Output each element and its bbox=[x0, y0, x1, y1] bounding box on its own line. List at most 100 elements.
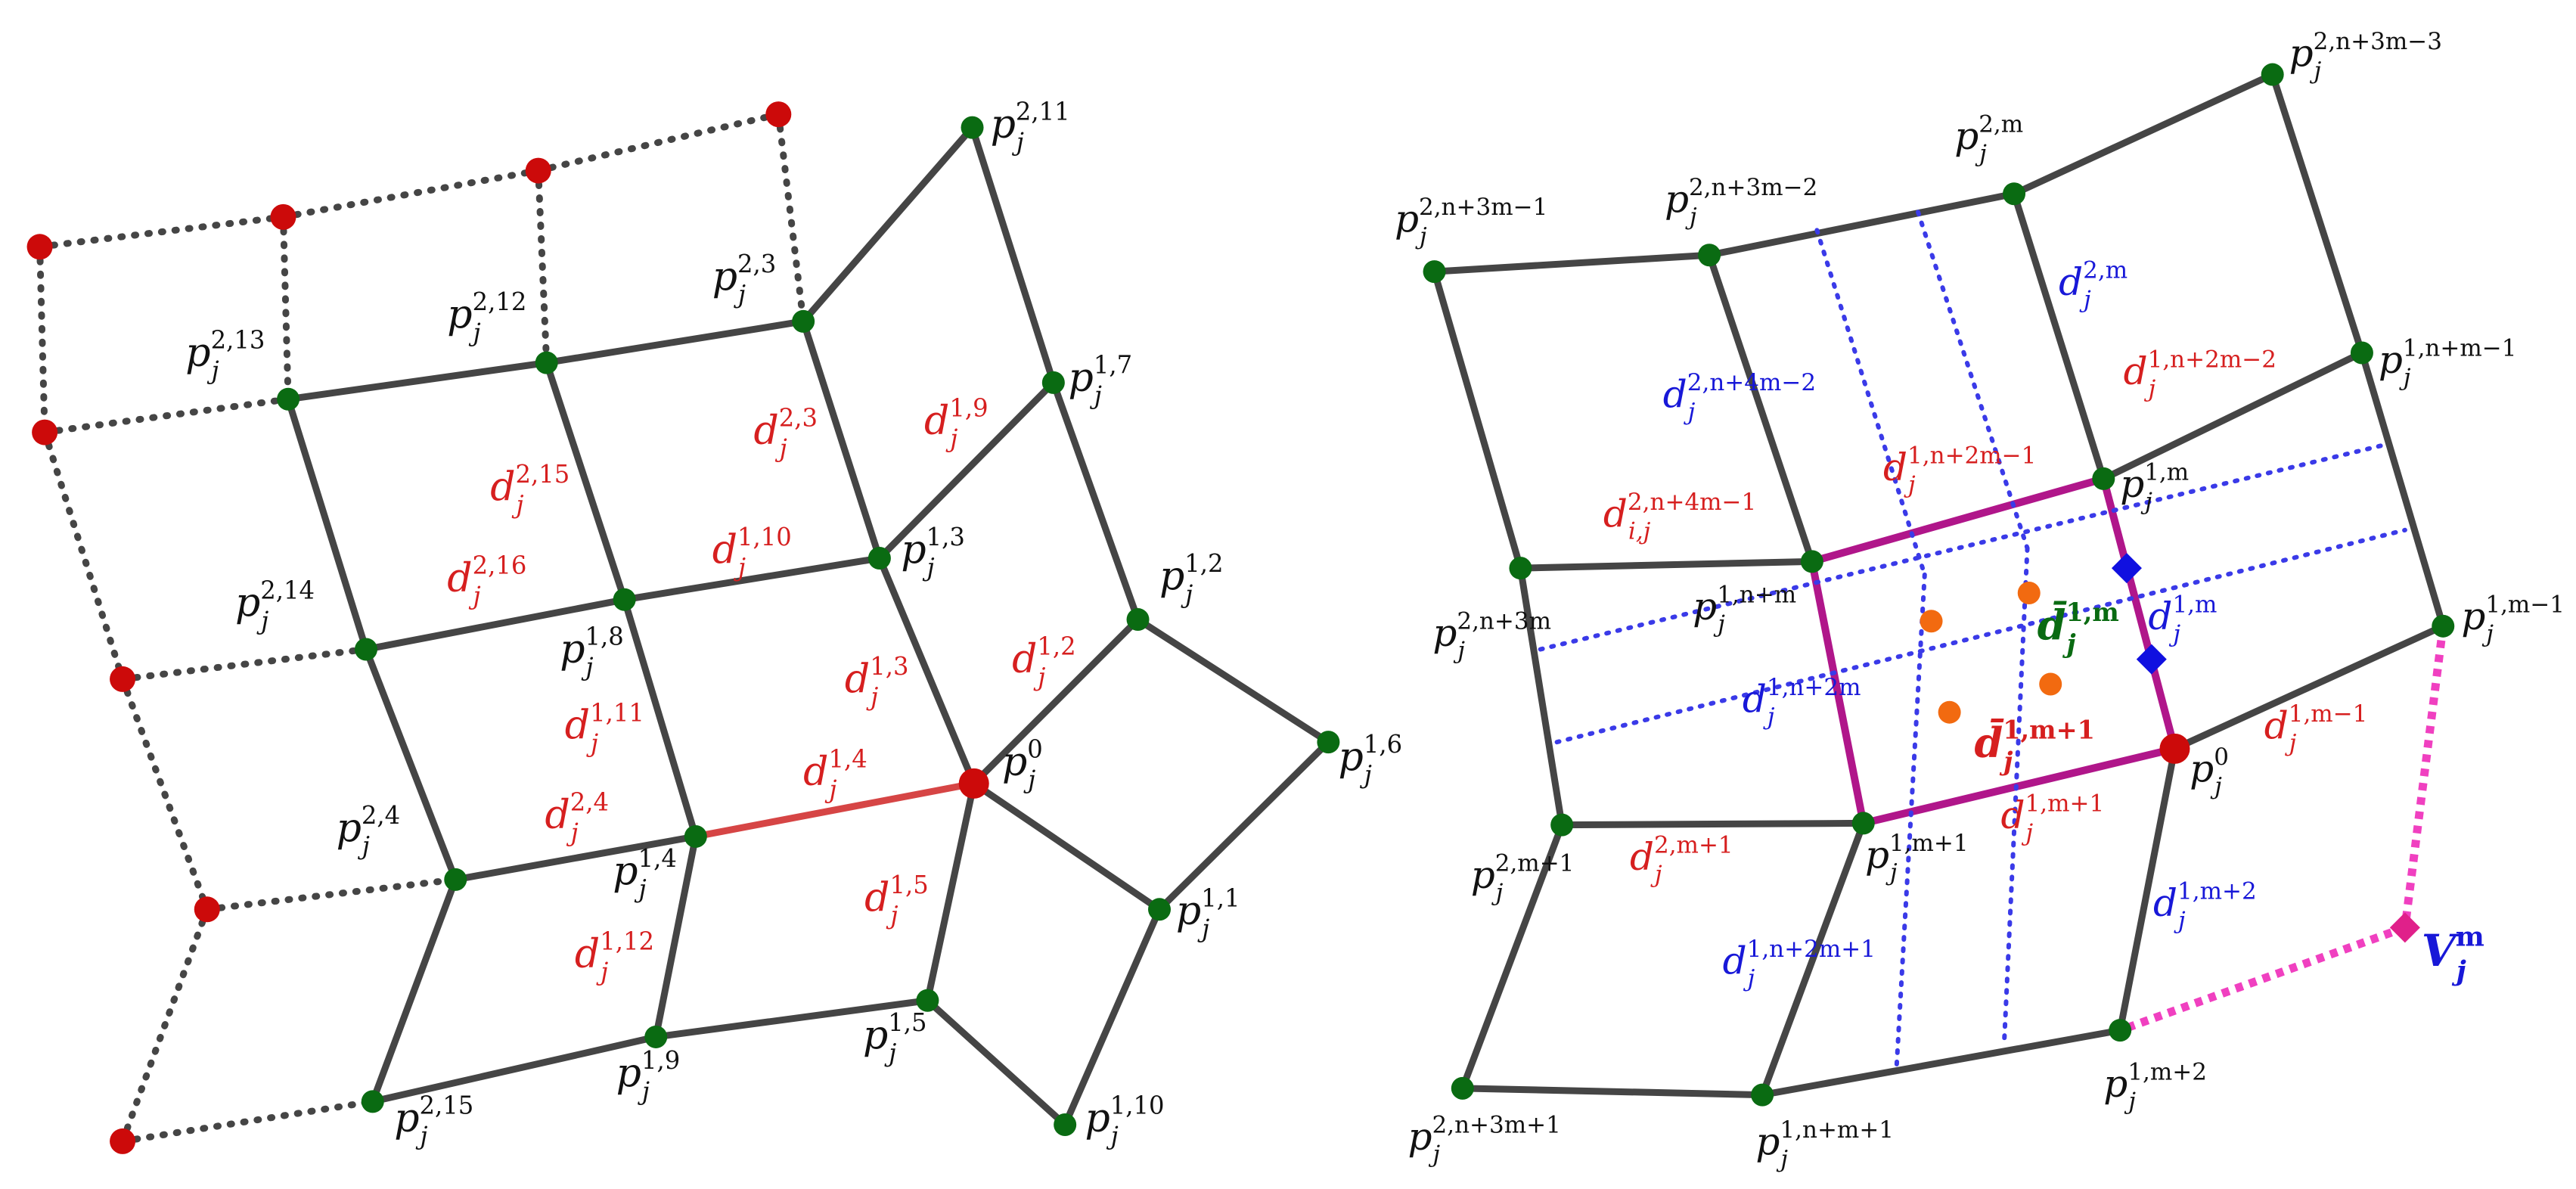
label-base: p bbox=[185, 331, 210, 376]
label-base: d bbox=[1663, 373, 1687, 417]
label-p213: p2,13 bbox=[185, 326, 265, 376]
label-superscript: 1,m bbox=[2065, 598, 2118, 627]
label-base: p bbox=[1954, 114, 1979, 158]
label-base: d bbox=[1743, 678, 1767, 722]
edge-r1nm1-r1m1 bbox=[2358, 349, 2447, 630]
label-base: d bbox=[2001, 793, 2025, 837]
edge-r2n3m2-r1nm bbox=[1705, 251, 1816, 565]
label-base: p bbox=[2461, 594, 2485, 638]
label-dr1n2m1b: d1,n+2m+1 bbox=[1723, 936, 1876, 983]
label-r1m2: p1,m+2 bbox=[2103, 1058, 2207, 1106]
label-base: p bbox=[1339, 734, 1364, 780]
label-base: p bbox=[1159, 554, 1184, 600]
edge-r1nmp1-r1m2 bbox=[1758, 1026, 2124, 1099]
label-superscript: 0 bbox=[2214, 744, 2229, 771]
dashed-edge-r7-p24 bbox=[203, 876, 459, 913]
label-superscript: 1,m+2 bbox=[2128, 1058, 2207, 1085]
label-superscript: 1,10 bbox=[737, 523, 792, 551]
node-p19 bbox=[644, 1025, 668, 1048]
edge-p12-p0 bbox=[970, 616, 1142, 787]
edge-p213-p212 bbox=[284, 359, 551, 403]
edge-p110-p11 bbox=[1061, 905, 1163, 1128]
label-base: p bbox=[560, 627, 585, 672]
node-p0 bbox=[958, 768, 989, 799]
label-r2n3m: p2,n+3m bbox=[1432, 608, 1551, 656]
label-dbar1m: d̄1,m bbox=[2038, 598, 2119, 649]
label-d215: d2,15 bbox=[490, 460, 570, 510]
edge-r1mp1-r1nmp1 bbox=[1758, 819, 1867, 1099]
label-base: p bbox=[616, 1051, 641, 1097]
label-dr2n4m2: d2,n+4m−2 bbox=[1663, 369, 1816, 417]
label-p16: p1,6 bbox=[1339, 730, 1403, 780]
edge-r2n3mp1-r1nmp1 bbox=[1459, 1085, 1766, 1099]
label-d111: d1,11 bbox=[565, 698, 644, 748]
label-base: d bbox=[2059, 260, 2083, 304]
red-node-r3 bbox=[270, 203, 296, 230]
label-base: p bbox=[1432, 611, 1457, 655]
label-d112: d1,12 bbox=[575, 927, 654, 977]
label-superscript: 2,15 bbox=[420, 1091, 474, 1119]
label-superscript: 2,16 bbox=[473, 551, 527, 579]
edge-r2m1-r1mp1 bbox=[1558, 819, 1867, 829]
label-base: d bbox=[490, 464, 515, 510]
guide-line-0 bbox=[1814, 228, 1927, 577]
node-r1mp1 bbox=[1851, 812, 1875, 835]
label-p215: p2,15 bbox=[394, 1091, 473, 1141]
label-r2m1: p2,m+1 bbox=[1471, 849, 1575, 897]
label-dr1m2: d1,m+2 bbox=[2153, 878, 2257, 926]
label-superscript: 1,m−1 bbox=[2289, 700, 2368, 728]
node-r2m bbox=[2003, 182, 2026, 206]
node-r2n3m bbox=[1509, 557, 1532, 580]
blue-diamond-1 bbox=[2111, 553, 2142, 584]
node-r1m1 bbox=[2432, 614, 2455, 638]
pink-edge-2 bbox=[2118, 924, 2407, 1035]
edge-r1m2-r0 bbox=[2116, 745, 2178, 1034]
edge-r2m1-r2n3mp1 bbox=[1459, 821, 1566, 1092]
quad-edge-r1nm-r1m bbox=[1808, 474, 2108, 566]
label-base: p bbox=[2190, 747, 2214, 791]
label-base: d bbox=[845, 657, 870, 702]
label-dr1m1: d1,m−1 bbox=[2264, 700, 2368, 748]
label-base: V bbox=[2422, 925, 2460, 976]
dashed-edge-r5-r6 bbox=[41, 429, 126, 683]
label-d15: d1,5 bbox=[864, 871, 929, 920]
label-vertex: Vm bbox=[2422, 921, 2484, 976]
label-superscript: 2,4 bbox=[570, 788, 609, 817]
label-superscript: 2,n+3m−3 bbox=[2314, 28, 2442, 55]
edge-p18-p14 bbox=[621, 596, 700, 840]
label-superscript: 1,2 bbox=[1184, 549, 1223, 578]
node-p12 bbox=[1126, 608, 1150, 632]
label-base: d bbox=[712, 528, 737, 573]
label-base: d bbox=[2264, 704, 2289, 748]
right-panel: p2,n+3m−3jp2,mjp2,n+3m−2jp2,n+3m−1jp1,n+… bbox=[1395, 28, 2565, 1172]
label-r2m: p2,m bbox=[1954, 111, 2023, 159]
red-node-r8 bbox=[110, 1128, 136, 1154]
label-d19: d1,9 bbox=[924, 393, 989, 443]
label-r1nm1: p1,n+m−1 bbox=[2379, 334, 2517, 382]
edge-r2n3m-r2m1 bbox=[1516, 564, 1566, 829]
edge-p0-p11 bbox=[970, 780, 1163, 913]
red-node-r1 bbox=[765, 101, 792, 128]
label-dr1n2m1: d1,n+2m−1 bbox=[1883, 442, 2036, 490]
red-node-r6 bbox=[110, 666, 136, 692]
label-base: d bbox=[565, 703, 590, 749]
edge-p14-p19 bbox=[652, 833, 700, 1041]
label-base: d̄ bbox=[2038, 601, 2068, 649]
label-dr1mp1: d1,m+1 bbox=[2001, 790, 2105, 838]
edge-p214-p18 bbox=[362, 596, 628, 653]
label-d14: d1,4 bbox=[803, 745, 867, 795]
label-base: p bbox=[1693, 585, 1717, 629]
label-r1nmp1: p1,n+m+1 bbox=[1755, 1116, 1894, 1164]
label-base: p bbox=[1085, 1096, 1110, 1141]
edge-r2n3m1-r2n3m bbox=[1431, 268, 1524, 572]
label-base: d bbox=[2148, 594, 2172, 638]
dashed-edge-r3-p213 bbox=[279, 213, 292, 403]
label-superscript: 2,n+3m bbox=[1457, 608, 1551, 635]
edge-p215-p19 bbox=[369, 1033, 660, 1105]
edge-p15-p110 bbox=[923, 997, 1069, 1128]
edge-r1m-r1nm1 bbox=[2100, 349, 2366, 483]
label-p214: p2,14 bbox=[235, 576, 315, 626]
edge-r2n3m3-r1nm1 bbox=[2269, 71, 2366, 356]
node-p24 bbox=[444, 868, 467, 891]
